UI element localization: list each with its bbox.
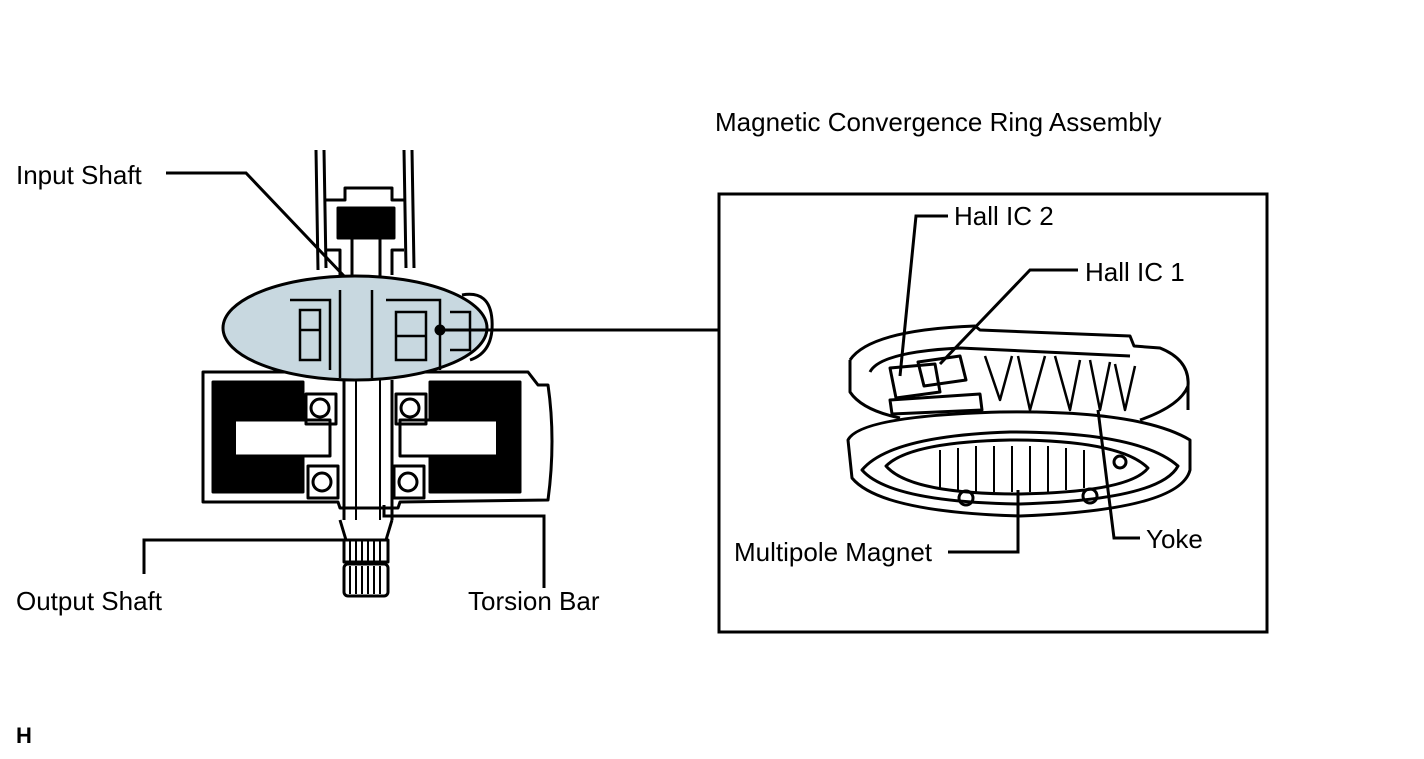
diagram-title: Magnetic Convergence Ring Assembly bbox=[715, 107, 1162, 137]
output-shaft-label: Output Shaft bbox=[16, 586, 162, 616]
corner-code: H bbox=[16, 723, 32, 748]
input-shaft-label: Input Shaft bbox=[16, 160, 142, 190]
multipole-magnet-label: Multipole Magnet bbox=[734, 537, 932, 567]
yoke-label: Yoke bbox=[1146, 524, 1203, 554]
sensor-highlight bbox=[221, 274, 489, 382]
hall-ic-2-label: Hall IC 2 bbox=[954, 201, 1054, 231]
hall-ic-1-label: Hall IC 1 bbox=[1085, 257, 1185, 287]
detail-frame bbox=[717, 192, 1269, 634]
steering-column-assembly bbox=[201, 149, 554, 598]
leader-lines-left bbox=[142, 171, 718, 588]
convergence-ring-drawing bbox=[846, 324, 1192, 518]
torsion-bar-label: Torsion Bar bbox=[468, 586, 600, 616]
leader-lines-right bbox=[898, 214, 1140, 554]
